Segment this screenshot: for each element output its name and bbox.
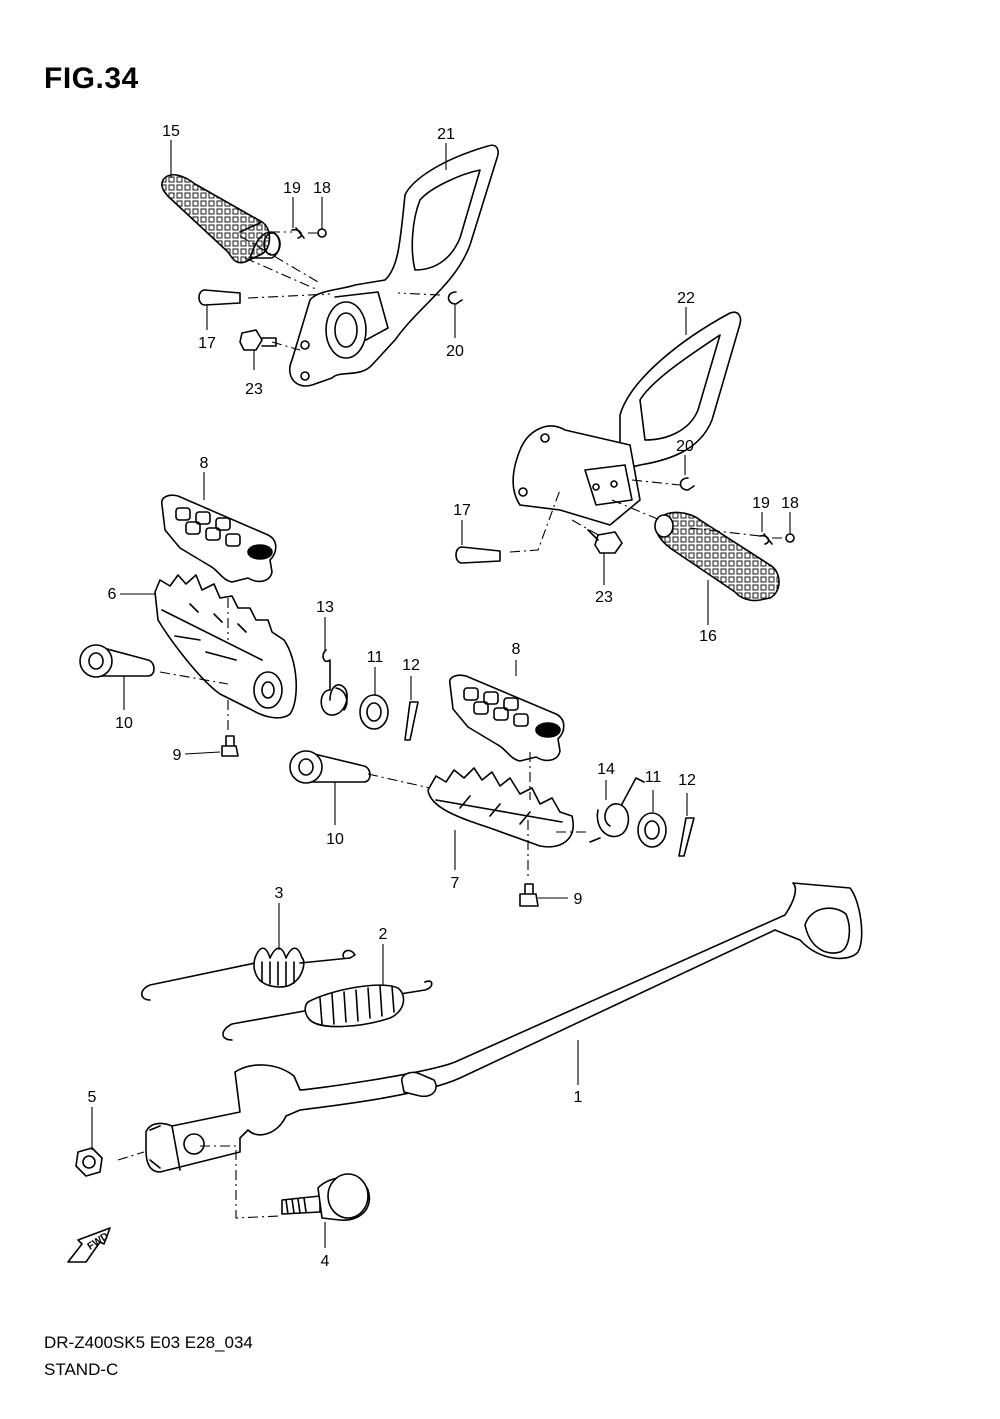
washer-11-b bbox=[637, 812, 667, 848]
clip-20-a bbox=[447, 291, 463, 305]
footrest-6 bbox=[154, 574, 298, 719]
callout-3: 3 bbox=[275, 885, 284, 902]
bolt-4 bbox=[281, 1173, 371, 1221]
footrest-bracket-left bbox=[288, 144, 499, 387]
callout-7: 7 bbox=[451, 875, 460, 892]
cotter-pin-12-b bbox=[678, 817, 695, 857]
callout-10: 10 bbox=[326, 831, 344, 848]
callout-19: 19 bbox=[752, 495, 770, 512]
callout-18: 18 bbox=[313, 180, 331, 197]
footpeg-rubber-8-b bbox=[448, 674, 565, 762]
bolt-23-b bbox=[587, 529, 623, 554]
callout-10: 10 bbox=[115, 715, 133, 732]
callout-2: 2 bbox=[379, 926, 388, 943]
callout-9: 9 bbox=[173, 747, 182, 764]
cotter-pin-12-a bbox=[404, 701, 419, 741]
callout-21: 21 bbox=[437, 126, 455, 143]
callout-17: 17 bbox=[198, 335, 216, 352]
ball-18-a bbox=[317, 228, 327, 238]
section-name: STAND-C bbox=[44, 1360, 119, 1379]
callout-11: 11 bbox=[367, 649, 384, 666]
callout-9: 9 bbox=[574, 891, 583, 908]
pivot-pin-10-a bbox=[79, 644, 155, 678]
callout-12: 12 bbox=[402, 657, 420, 674]
model-code: DR-Z400SK5 E03 E28_034 bbox=[44, 1333, 253, 1352]
ball-18-b bbox=[785, 533, 795, 543]
footrest-7 bbox=[427, 767, 574, 848]
callout-13: 13 bbox=[316, 599, 334, 616]
pin-17-a bbox=[198, 289, 241, 306]
callout-6: 6 bbox=[108, 586, 117, 603]
side-stand bbox=[145, 882, 863, 1173]
callout-8: 8 bbox=[512, 641, 521, 658]
spring-19-b bbox=[759, 533, 773, 545]
callout-8: 8 bbox=[200, 455, 209, 472]
callout-12: 12 bbox=[678, 772, 696, 789]
washer-11-a bbox=[359, 694, 389, 730]
callout-22: 22 bbox=[677, 290, 695, 307]
callout-11: 11 bbox=[645, 769, 662, 786]
callout-20: 20 bbox=[676, 438, 694, 455]
pivot-pin-10-b bbox=[289, 750, 371, 784]
spring-19-a bbox=[291, 227, 305, 239]
callout-20: 20 bbox=[446, 343, 464, 360]
fwd-arrow-icon bbox=[67, 1227, 111, 1263]
footrest-peg-right bbox=[654, 511, 780, 602]
figure-title: FIG.34 bbox=[44, 62, 139, 95]
callout-23: 23 bbox=[595, 589, 613, 606]
footrest-peg-left bbox=[161, 173, 281, 264]
callout-19: 19 bbox=[283, 180, 301, 197]
callout-15: 15 bbox=[162, 123, 180, 140]
callout-17: 17 bbox=[453, 502, 471, 519]
spring-3 bbox=[140, 947, 356, 1001]
callout-16: 16 bbox=[699, 628, 717, 645]
footpeg-rubber-8-a bbox=[160, 494, 277, 583]
bolt-9-b bbox=[519, 883, 539, 907]
footrest-bracket-right bbox=[512, 311, 742, 526]
callout-4: 4 bbox=[321, 1253, 330, 1270]
callout-23: 23 bbox=[245, 381, 263, 398]
bolt-23-a bbox=[239, 329, 277, 351]
pin-17-b bbox=[455, 546, 501, 564]
callout-14: 14 bbox=[597, 761, 615, 778]
callout-1: 1 bbox=[574, 1089, 583, 1106]
nut-5 bbox=[75, 1147, 103, 1177]
bolt-9-a bbox=[221, 735, 239, 757]
spring-13 bbox=[320, 649, 348, 716]
callout-18: 18 bbox=[781, 495, 799, 512]
spring-2 bbox=[222, 980, 433, 1041]
spring-14 bbox=[589, 777, 645, 843]
clip-20-b bbox=[679, 477, 695, 491]
callout-5: 5 bbox=[88, 1089, 97, 1106]
